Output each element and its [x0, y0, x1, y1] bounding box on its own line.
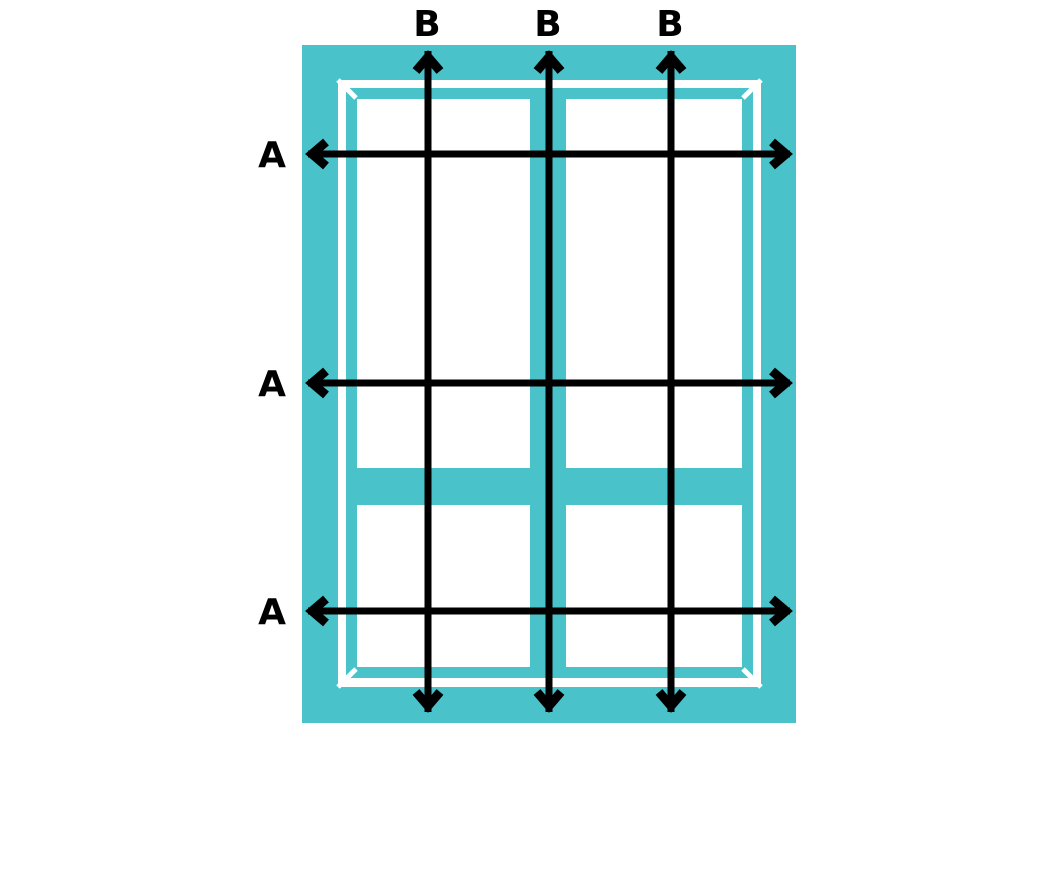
arrowhead-right: [769, 595, 793, 627]
width-label: A: [258, 135, 286, 176]
arrowhead-left: [305, 138, 329, 170]
pane-bottom-right: [566, 505, 742, 667]
measurement-arrows: [305, 50, 793, 713]
pane-bottom-left: [357, 505, 530, 667]
height-label: B: [656, 4, 683, 45]
height-label: B: [413, 4, 440, 45]
height-arrow-1: [412, 50, 444, 713]
height-label: B: [534, 4, 561, 45]
pane-top-left: [357, 99, 530, 468]
width-label: A: [258, 592, 286, 633]
pane-top-right: [566, 99, 742, 468]
arrowhead-bottom: [655, 689, 687, 713]
arrowhead-bottom: [533, 689, 565, 713]
width-label: A: [258, 364, 286, 405]
arrowhead-right: [769, 138, 793, 170]
arrowhead-right: [769, 367, 793, 399]
miter-bottom-right: [741, 667, 763, 689]
arrowhead-top: [533, 50, 565, 74]
height-arrow-2: [533, 50, 565, 713]
miter-top-left: [336, 78, 358, 100]
measurement-labels: A A A B B B: [258, 4, 684, 633]
miter-top-right: [741, 78, 763, 100]
height-arrow-3: [655, 50, 687, 713]
arrowhead-top: [655, 50, 687, 74]
arrowhead-bottom: [412, 689, 444, 713]
arrowhead-left: [305, 367, 329, 399]
arrowhead-top: [412, 50, 444, 74]
arrowhead-left: [305, 595, 329, 627]
miter-bottom-left: [336, 667, 358, 689]
